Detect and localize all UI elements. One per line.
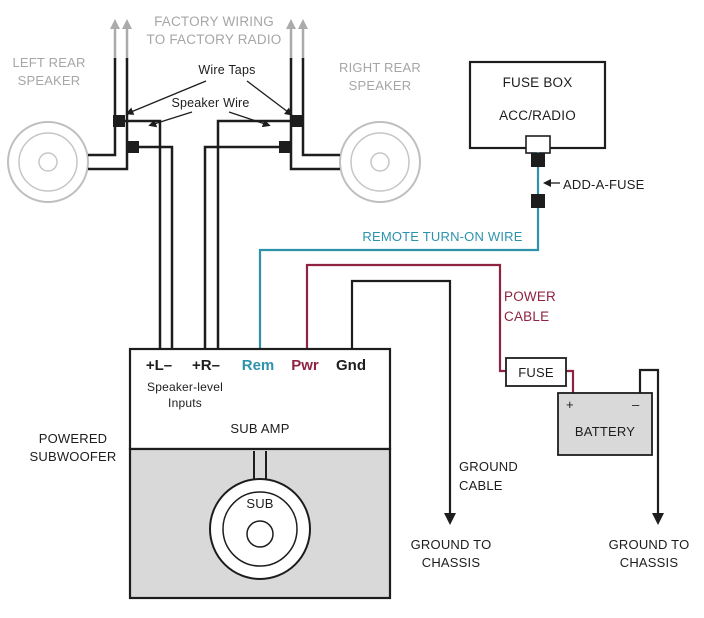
terminal-right-input: +R– bbox=[192, 357, 220, 374]
fuse-box bbox=[468, 60, 607, 150]
fuse-slot bbox=[525, 135, 551, 154]
fuse-box-title: FUSE BOX bbox=[502, 75, 573, 90]
factory-speaker-wires bbox=[88, 58, 340, 171]
power-cable-label: POWER CABLE bbox=[504, 289, 557, 324]
battery-ground-wire bbox=[638, 368, 664, 525]
acc-radio-label: ACC/RADIO bbox=[499, 108, 576, 123]
sub-amp-box bbox=[128, 347, 392, 451]
left-rear-speaker-label: LEFT REAR SPEAKER bbox=[12, 55, 86, 88]
right-rear-speaker-icon bbox=[339, 121, 421, 203]
sub-leads bbox=[253, 451, 267, 480]
ground-cable-wire bbox=[350, 279, 456, 525]
battery-positive-label: + bbox=[566, 397, 574, 412]
sub-amp-label: SUB AMP bbox=[230, 421, 290, 436]
wire-tap-icon bbox=[113, 115, 303, 153]
terminal-power: Pwr bbox=[291, 357, 319, 374]
wire-taps-label: Wire Taps bbox=[198, 63, 256, 77]
fuse-label: FUSE bbox=[518, 365, 554, 380]
remote-turn-on-wire-label: REMOTE TURN-ON WIRE bbox=[362, 229, 523, 244]
label-pointer-arrows-icon bbox=[125, 80, 293, 128]
factory-wiring-arrows-icon bbox=[110, 19, 308, 60]
speaker-level-inputs-label: Speaker-level Inputs bbox=[147, 380, 223, 410]
power-cable-wire bbox=[305, 263, 575, 394]
add-a-fuse-label: ADD-A-FUSE bbox=[563, 177, 645, 192]
speaker-wires-to-amp bbox=[115, 119, 303, 350]
speaker-wire-label: Speaker Wire bbox=[171, 96, 250, 110]
inline-fuse-box bbox=[505, 357, 567, 387]
ground-to-chassis-amp-label: GROUND TO CHASSIS bbox=[410, 537, 492, 570]
sub-label: SUB bbox=[246, 496, 274, 511]
battery-box bbox=[557, 392, 653, 456]
ground-cable-label: GROUND CABLE bbox=[459, 459, 518, 493]
battery-label: BATTERY bbox=[574, 424, 636, 439]
factory-wiring-label: FACTORY WIRING TO FACTORY RADIO bbox=[146, 14, 282, 48]
add-a-fuse-icon bbox=[531, 153, 545, 208]
powered-subwoofer-label: POWERED SUBWOOFER bbox=[29, 431, 117, 465]
right-rear-speaker-label: RIGHT REAR SPEAKER bbox=[339, 60, 421, 93]
battery-negative-label: – bbox=[632, 397, 640, 412]
terminal-ground: Gnd bbox=[336, 357, 366, 374]
terminal-remote: Rem bbox=[241, 357, 275, 374]
terminal-left-input: +L– bbox=[145, 357, 173, 374]
ground-to-chassis-battery-label: GROUND TO CHASSIS bbox=[608, 537, 690, 570]
left-rear-speaker-icon bbox=[7, 121, 89, 203]
sub-driver-icon bbox=[209, 478, 311, 580]
